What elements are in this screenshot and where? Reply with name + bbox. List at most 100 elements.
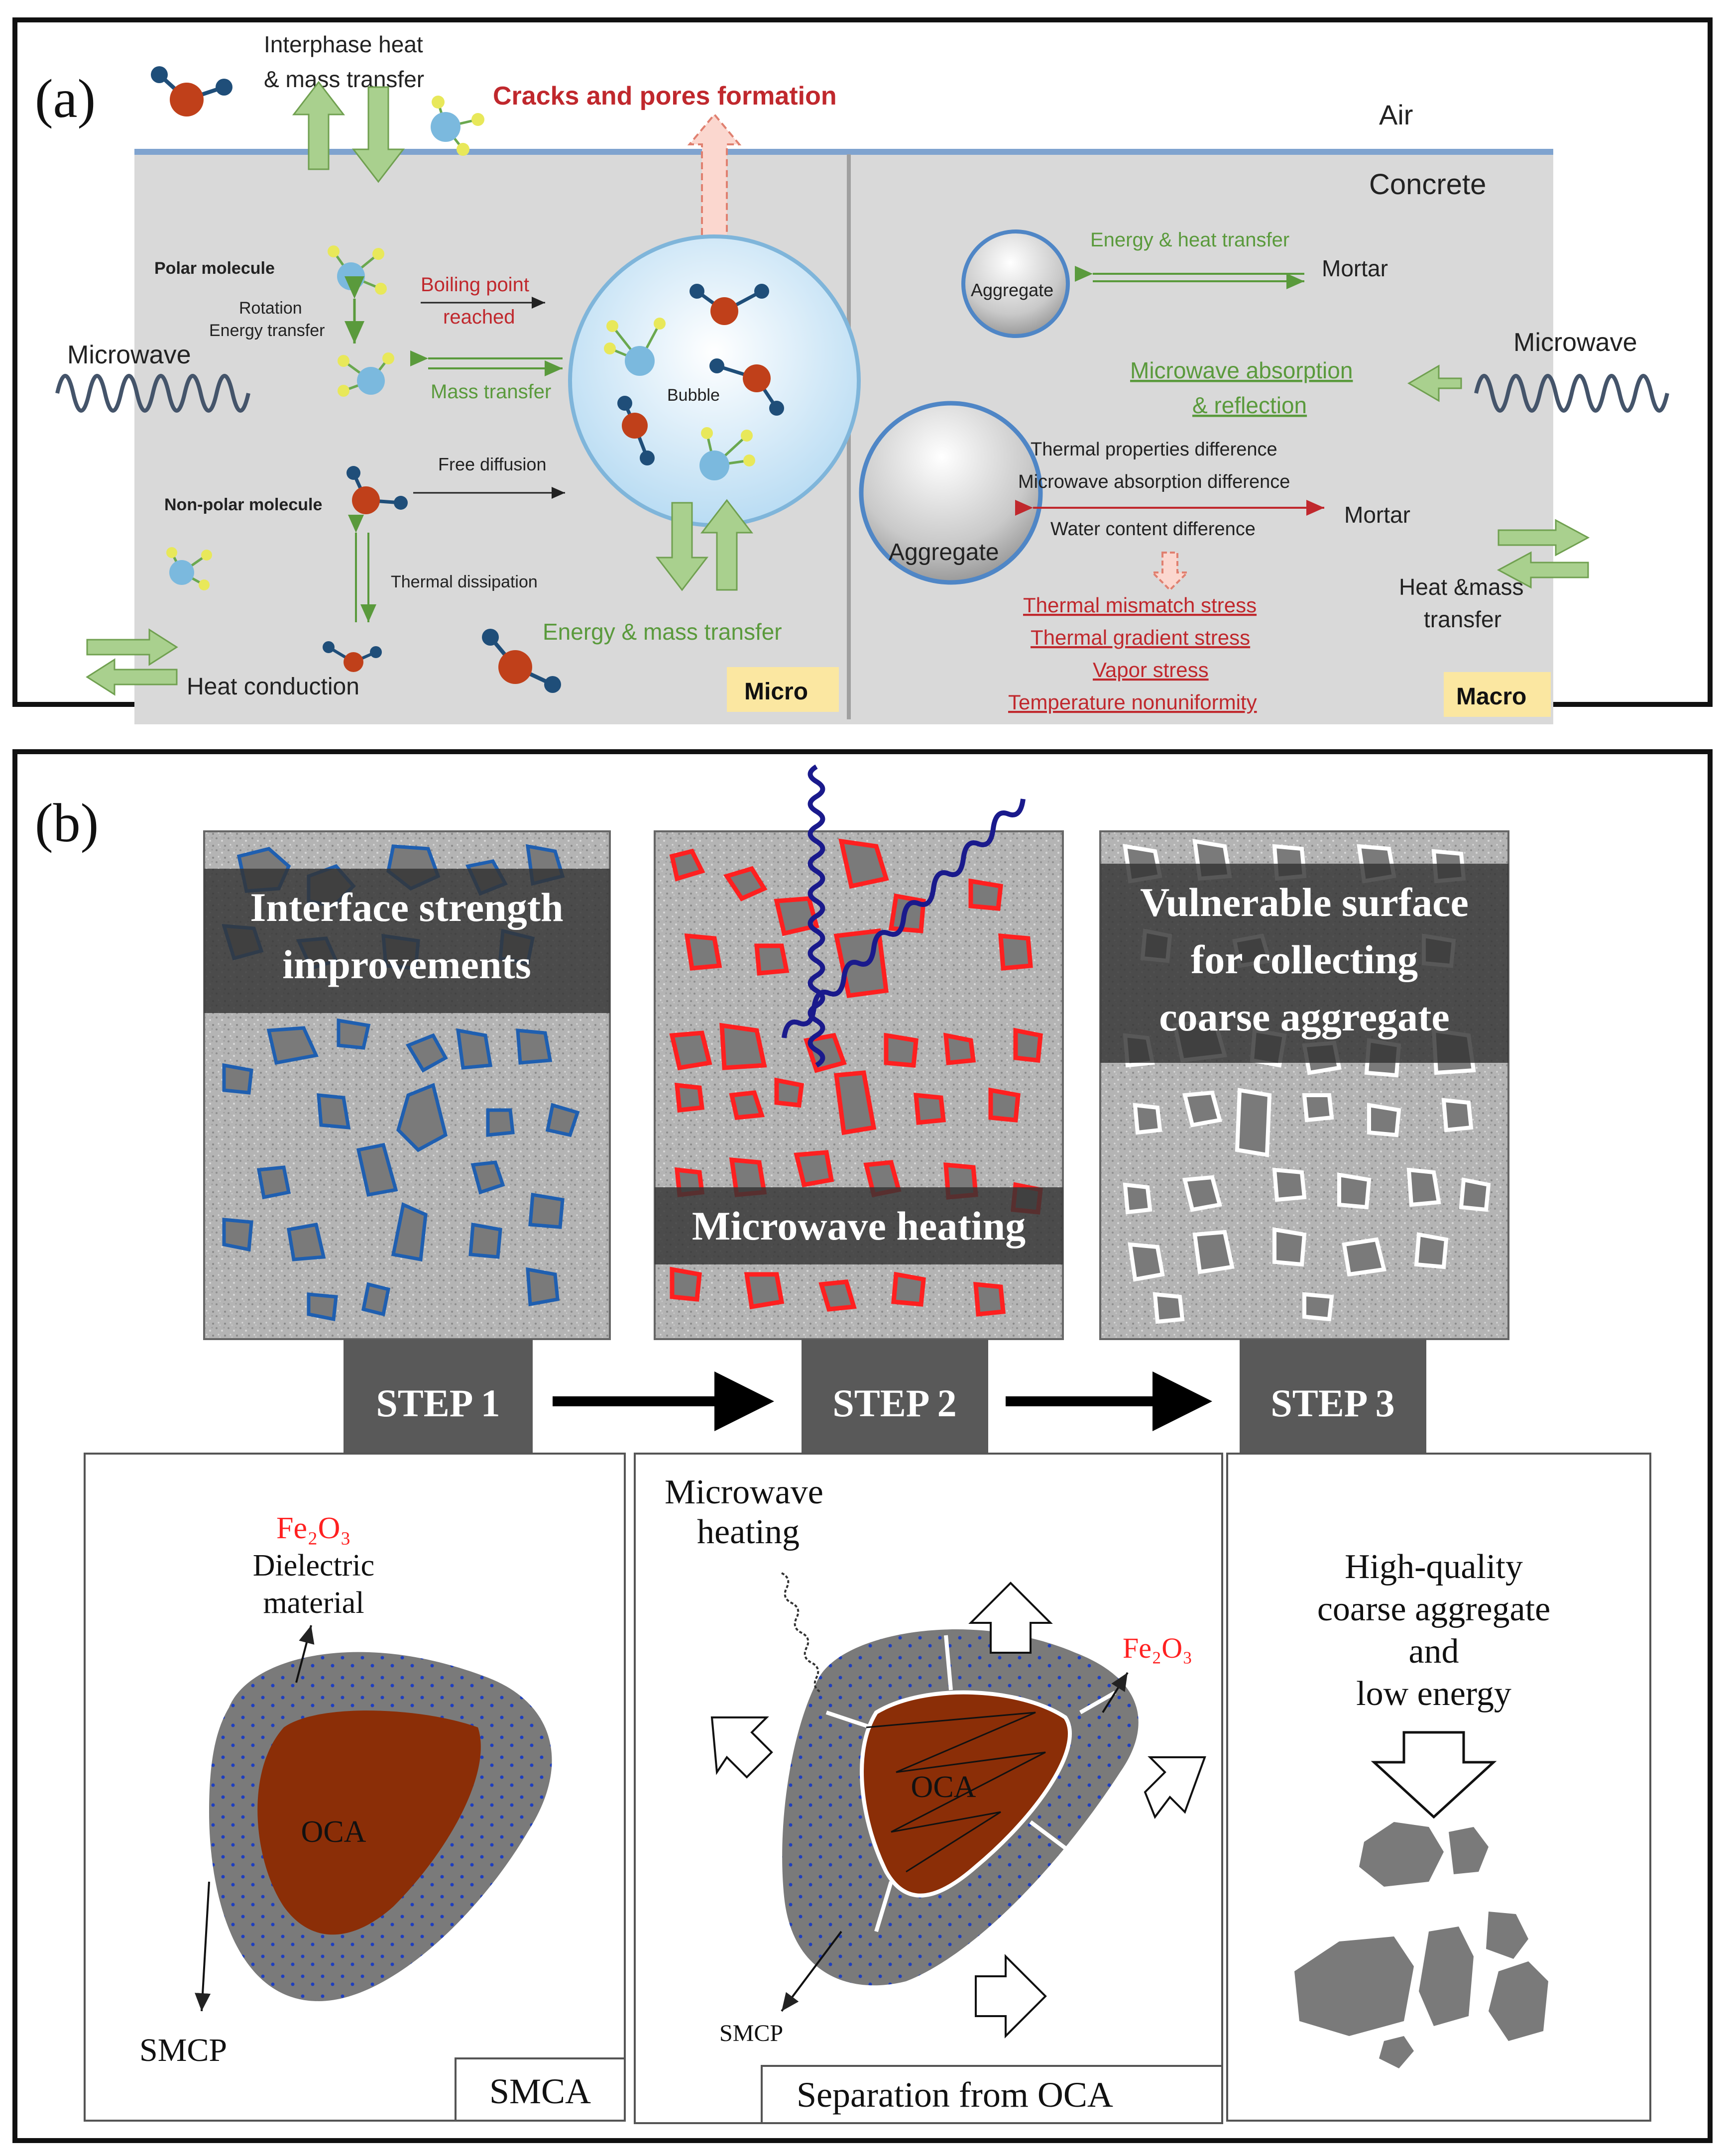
step1-label: STEP 1	[376, 1381, 500, 1425]
separation-label: Separation from OCA	[797, 2075, 1113, 2115]
outward-arrow-icon	[968, 1582, 1053, 1654]
molecule-icon	[482, 629, 561, 693]
fe2o3-label-2: Fe₂O₃	[1123, 1632, 1192, 1664]
microwave-wave-left	[55, 374, 250, 413]
smcp-label-1: SMCP	[139, 2032, 227, 2068]
molecule-icon	[690, 284, 769, 325]
mass-transfer-label: Mass transfer	[431, 381, 551, 403]
microwave-wave-icon	[782, 798, 1026, 1038]
hq-label-2: coarse aggregate	[1317, 1590, 1550, 1628]
aggregate-small-label: Aggregate	[971, 280, 1053, 300]
molecule-icon	[617, 396, 655, 465]
dielectric-label-2: material	[263, 1586, 364, 1620]
mw-heating-label-2: heating	[697, 1513, 800, 1551]
interface-strength-text: Interface strength	[250, 885, 563, 930]
nonpolar-molecule-label: Non-polar molecule	[164, 495, 322, 514]
right-arrow-icon	[1498, 519, 1590, 557]
hq-label-4: low energy	[1356, 1675, 1511, 1713]
vulnerable-surface-text: Vulnerable surface	[1140, 880, 1469, 925]
separation-box: Microwave heating OCA Fe₂O₃ SMCP	[634, 1453, 1223, 2124]
microwave-wave-right	[1474, 374, 1669, 413]
heat-mass-label: Heat &mass	[1399, 574, 1524, 600]
fe2o3-arrow	[1102, 1672, 1129, 1713]
mortar-label-2: Mortar	[1344, 502, 1410, 528]
panel-b: (b)	[12, 749, 1713, 2143]
up-arrow-icon	[292, 81, 346, 170]
heat-conduction-label: Heat conduction	[187, 674, 359, 700]
mw-heating-label: Microwave	[665, 1473, 823, 1511]
oca-label-1: OCA	[301, 1815, 366, 1849]
polar-molecule-icon	[338, 352, 394, 397]
stress-label-4: Temperature nonuniformity	[1008, 690, 1257, 714]
mw-abs-diff-label: Microwave absorption difference	[1018, 471, 1290, 492]
interface-strength-text-2: improvements	[282, 942, 531, 987]
bubble-label: Bubble	[667, 386, 720, 405]
cracks-text: Cracks and pores formation	[493, 82, 837, 111]
panel-a: (a) Interphase heat & mass transfer Crac…	[12, 17, 1713, 724]
left-arrow-icon	[1407, 364, 1462, 402]
microwave-wave-icon	[781, 1572, 822, 1694]
vulnerable-surface-text-2: for collecting	[1191, 937, 1418, 982]
molecule-icon	[151, 66, 232, 116]
down-arrow-icon	[655, 502, 709, 591]
boiling-label: Boiling point	[421, 274, 529, 296]
mortar-label-1: Mortar	[1322, 255, 1388, 281]
macro-label: Macro	[1456, 683, 1526, 710]
down-arrow-icon	[1371, 1731, 1497, 1819]
molecule-icon	[709, 358, 784, 416]
mw-absorption-label: Microwave absorption	[1130, 357, 1353, 383]
step2-box	[802, 1339, 988, 1454]
macro-badge	[1444, 672, 1551, 717]
smca-label: SMCA	[489, 2071, 591, 2111]
panel-a-label: (a)	[35, 68, 96, 129]
coarse-aggregate-pieces	[1294, 1822, 1548, 2068]
right-arrow-icon	[86, 628, 178, 666]
dielectric-arrow	[295, 1625, 315, 1683]
hq-label-3: and	[1408, 1632, 1459, 1671]
down-arrow-icon	[351, 86, 405, 183]
thermal-dissipation-label: Thermal dissipation	[391, 572, 538, 591]
polar-molecule-label: Polar molecule	[154, 259, 275, 278]
outward-arrow-icon	[1144, 1756, 1206, 1819]
result-box: High-quality coarse aggregate and low en…	[1226, 1453, 1651, 2122]
stress-arrow-icon	[1150, 552, 1190, 591]
free-diffusion-label: Free diffusion	[438, 454, 546, 474]
energy-transfer-label: Energy transfer	[209, 321, 325, 340]
dielectric-label: Dielectric	[253, 1549, 374, 1583]
air-label: Air	[1379, 99, 1413, 130]
concrete-block-3: Vulnerable surface for collecting coarse…	[1099, 830, 1509, 1340]
step3-box	[1240, 1339, 1426, 1454]
outward-arrow-icon	[710, 1716, 773, 1779]
boiling-label-2: reached	[443, 306, 515, 328]
smcp-arrow-2	[781, 1930, 842, 2012]
left-arrow-icon	[1497, 551, 1589, 589]
thermal-props-label: Thermal properties difference	[1031, 439, 1277, 460]
microwave-heating-text: Microwave heating	[692, 1203, 1026, 1248]
interphase-text: Interphase heat	[264, 31, 423, 57]
concrete-label: Concrete	[1369, 168, 1486, 201]
molecule-icon	[346, 466, 408, 514]
energy-mass-label: Energy & mass transfer	[543, 619, 782, 645]
micro-label: Micro	[744, 679, 808, 705]
polar-molecule-icon	[604, 318, 666, 376]
aggregate-small-sphere	[961, 229, 1070, 338]
stress-label-1: Thermal mismatch stress	[1023, 593, 1257, 617]
mw-absorption-label-2: & reflection	[1192, 392, 1307, 418]
left-arrow-icon	[86, 658, 178, 696]
vulnerable-surface-text-3: coarse aggregate	[1159, 994, 1450, 1039]
oca-label-2: OCA	[911, 1770, 976, 1804]
smca-box: OCA Fe₂O₃ Dielectric material SMCP SMCA	[84, 1453, 626, 2122]
smcp-arrow-1	[195, 1881, 211, 2012]
stress-label-2: Thermal gradient stress	[1031, 626, 1250, 649]
step1-box	[344, 1339, 533, 1454]
molecule-icon	[323, 641, 382, 672]
microwave-left-label: Microwave	[67, 340, 191, 369]
micro-badge	[727, 667, 839, 712]
microwave-right-label: Microwave	[1513, 328, 1637, 357]
polar-molecule-icon	[431, 96, 484, 156]
rotation-label: Rotation	[239, 299, 302, 318]
outward-arrow-icon	[975, 1954, 1047, 2039]
hq-label-1: High-quality	[1345, 1548, 1523, 1586]
